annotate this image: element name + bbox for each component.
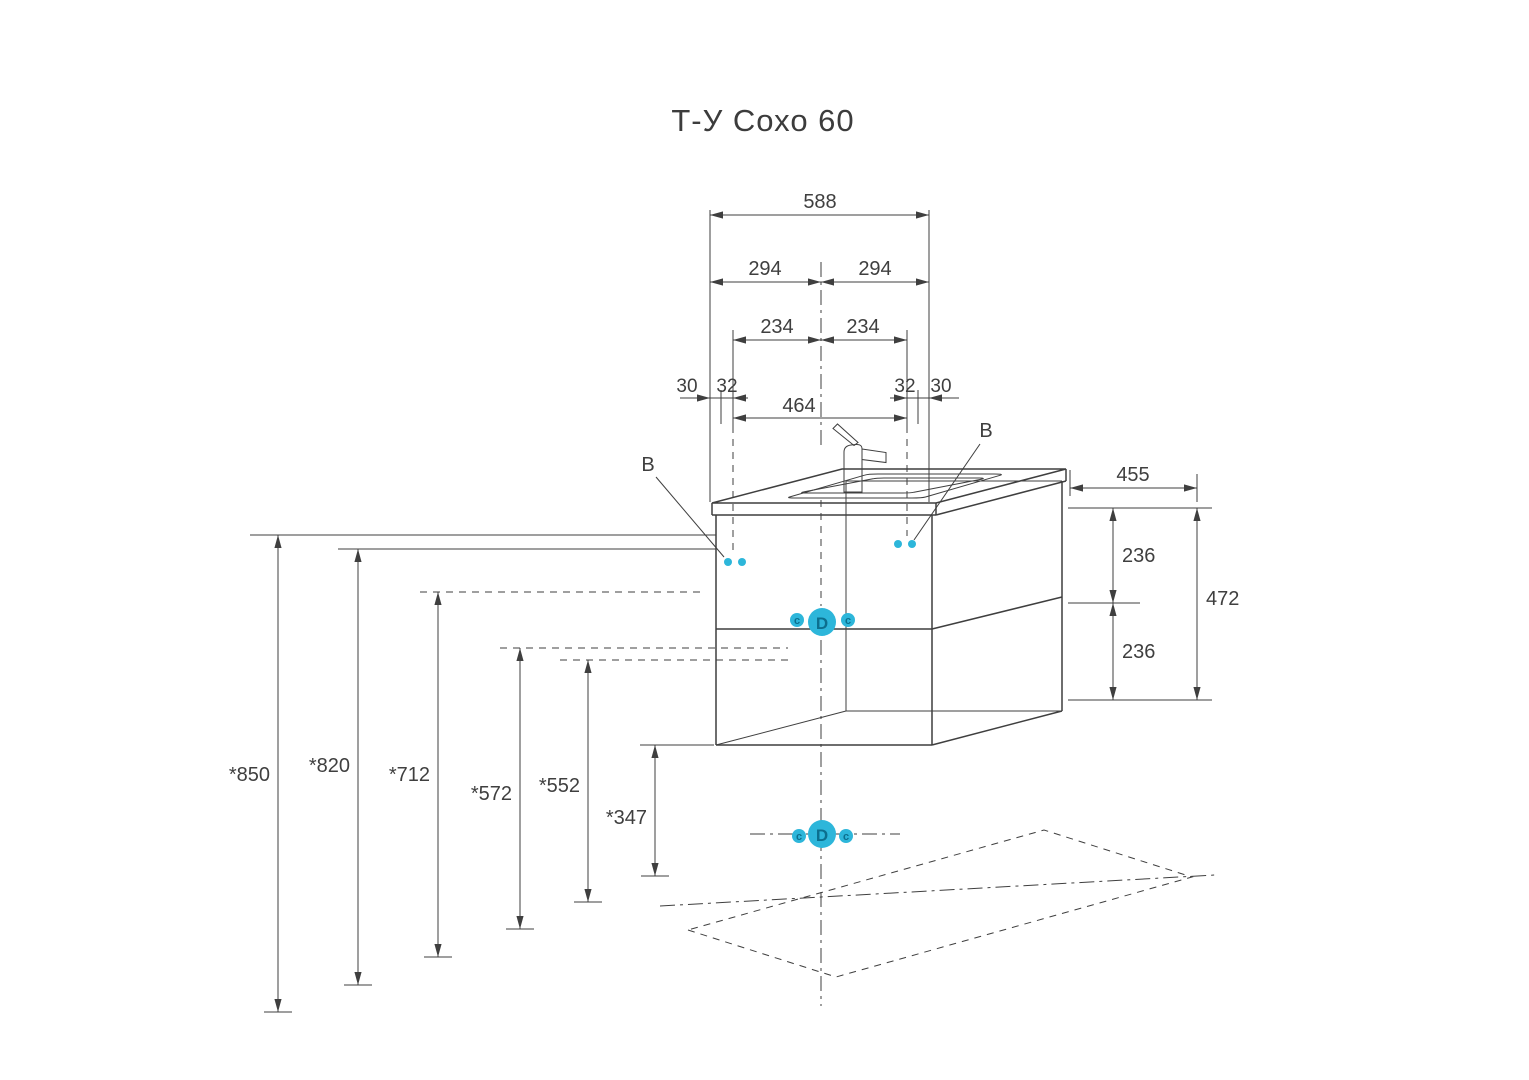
connection-letter-c: c — [845, 615, 851, 627]
dim-label-30-left: 30 — [676, 376, 697, 397]
dim-label-32-right: 32 — [894, 376, 915, 397]
mounting-points: B B — [641, 420, 993, 566]
mounting-dot — [738, 558, 746, 566]
connection-markers-cabinet: c D c — [790, 608, 855, 636]
countertop — [711, 468, 1067, 516]
connection-c-circle — [790, 613, 804, 627]
connection-c-circle — [839, 829, 853, 843]
centerlines — [659, 500, 1216, 1006]
dim-label-236-lower: 236 — [1122, 641, 1155, 663]
dim-label-464: 464 — [782, 395, 815, 417]
dim-label-32-left: 32 — [716, 376, 737, 397]
connection-c-circle — [841, 613, 855, 627]
connection-d-circle — [808, 608, 836, 636]
cabinet-body — [715, 480, 1063, 746]
dim-label-234-right: 234 — [846, 316, 879, 338]
dim-label-234-left: 234 — [760, 316, 793, 338]
dim-label-472: 472 — [1206, 588, 1239, 610]
faucet-icon — [832, 423, 887, 493]
connection-markers-floor: c D c — [792, 820, 853, 848]
connection-letter-c: c — [794, 615, 800, 627]
mounting-dot — [908, 540, 916, 548]
mounting-dot — [894, 540, 902, 548]
connection-letter-c: c — [796, 831, 802, 843]
dim-label-294-right: 294 — [858, 258, 891, 280]
floor-projection — [686, 829, 1194, 978]
dim-label-30-right: 30 — [930, 376, 951, 397]
dim-heights-group: *850 *820 *712 *572 *552 *347 — [229, 534, 788, 1013]
dim-label-588: 588 — [803, 191, 836, 213]
mounting-dot — [724, 558, 732, 566]
dim-label-236-upper: 236 — [1122, 545, 1155, 567]
dim-label-572: *572 — [471, 783, 512, 805]
dim-right-group: 455 236 236 472 — [1068, 464, 1239, 701]
drawing-title: Т-У Сохо 60 — [671, 103, 854, 138]
dim-label-347: *347 — [606, 807, 647, 829]
connection-letter-d: D — [816, 614, 828, 633]
dim-label-552: *552 — [539, 775, 580, 797]
dim-label-820: *820 — [309, 755, 350, 777]
connection-letter-d: D — [816, 826, 828, 845]
connection-c-circle — [792, 829, 806, 843]
dim-label-455: 455 — [1116, 464, 1149, 486]
cabinet — [711, 423, 1067, 746]
connection-d-circle — [808, 820, 836, 848]
point-label-b-right: B — [979, 420, 992, 442]
dim-label-712: *712 — [389, 764, 430, 786]
washbasin — [788, 473, 1002, 499]
connection-letter-c: c — [843, 831, 849, 843]
dim-label-850: *850 — [229, 764, 270, 786]
dim-label-294-left: 294 — [748, 258, 781, 280]
point-label-b-left: B — [641, 454, 654, 476]
dim-width-group: 588 294 294 234 234 30 32 32 30 464 — [676, 191, 959, 554]
